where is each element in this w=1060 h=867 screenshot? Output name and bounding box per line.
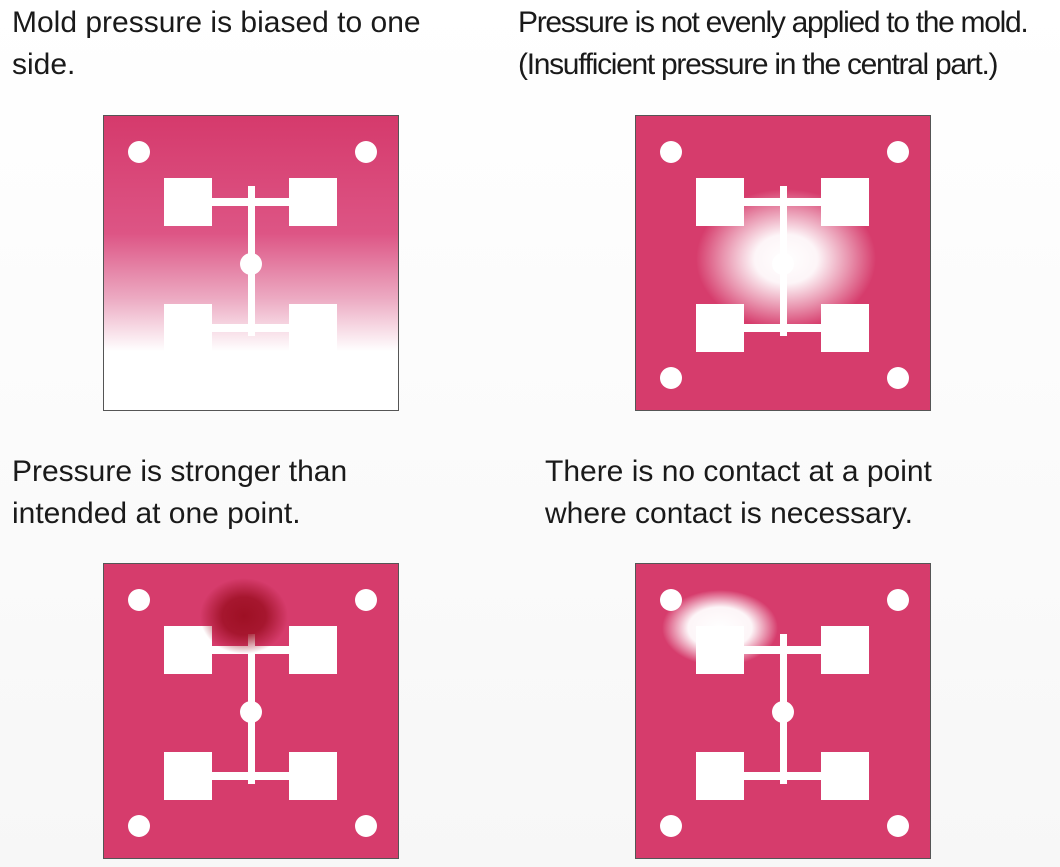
- mold-diagram-no-contact: [635, 563, 931, 859]
- corner-hole: [660, 141, 682, 163]
- caption-line: where contact is necessary.: [545, 497, 913, 530]
- corner-hole: [887, 589, 909, 611]
- contact-pad: [164, 752, 212, 800]
- corner-hole: [355, 815, 377, 837]
- mold-svg: [104, 564, 398, 858]
- caption-biased: Mold pressure is biased to one side.: [12, 2, 512, 86]
- caption-uneven: Pressure is not evenly applied to the mo…: [518, 2, 1058, 86]
- no-contact-spot: [662, 590, 778, 666]
- contact-pad: [696, 752, 744, 800]
- caption-line: Pressure is stronger than: [12, 455, 348, 488]
- contact-pad: [289, 626, 337, 674]
- contact-pad: [289, 178, 337, 226]
- caption-line: side.: [12, 48, 76, 81]
- corner-hole: [660, 367, 682, 389]
- low-pressure-area: [696, 189, 876, 329]
- corner-hole: [355, 367, 377, 389]
- corner-hole: [128, 815, 150, 837]
- center-node: [240, 701, 262, 723]
- corner-hole: [128, 589, 150, 611]
- corner-hole: [128, 141, 150, 163]
- mold-diagram-uneven: [635, 115, 931, 411]
- corner-hole: [887, 141, 909, 163]
- contact-pad: [164, 304, 212, 352]
- mold-svg: [636, 564, 930, 858]
- corner-hole: [887, 815, 909, 837]
- corner-hole: [660, 815, 682, 837]
- corner-hole: [355, 589, 377, 611]
- corner-hole: [887, 367, 909, 389]
- mold-svg: [104, 116, 398, 410]
- caption-line: intended at one point.: [12, 497, 301, 530]
- contact-pad: [821, 752, 869, 800]
- mold-svg: [636, 116, 930, 410]
- mold-diagram-strong-point: [103, 563, 399, 859]
- corner-hole: [128, 367, 150, 389]
- high-pressure-spot: [200, 578, 288, 654]
- caption-line: Mold pressure is biased to one: [12, 6, 421, 39]
- corner-hole: [355, 141, 377, 163]
- contact-pad: [164, 178, 212, 226]
- caption-line: There is no contact at a point: [545, 455, 932, 488]
- center-node: [772, 701, 794, 723]
- caption-no-contact: There is no contact at a point where con…: [545, 451, 1045, 535]
- caption-line: (Insufficient pressure in the central pa…: [518, 48, 998, 81]
- contact-pad: [289, 304, 337, 352]
- contact-pad: [164, 626, 212, 674]
- contact-pad: [821, 626, 869, 674]
- center-node: [240, 253, 262, 275]
- caption-strong-point: Pressure is stronger than intended at on…: [12, 451, 492, 535]
- caption-line: Pressure is not evenly applied to the mo…: [518, 6, 1029, 39]
- mold-diagram-biased: [103, 115, 399, 411]
- contact-pad: [289, 752, 337, 800]
